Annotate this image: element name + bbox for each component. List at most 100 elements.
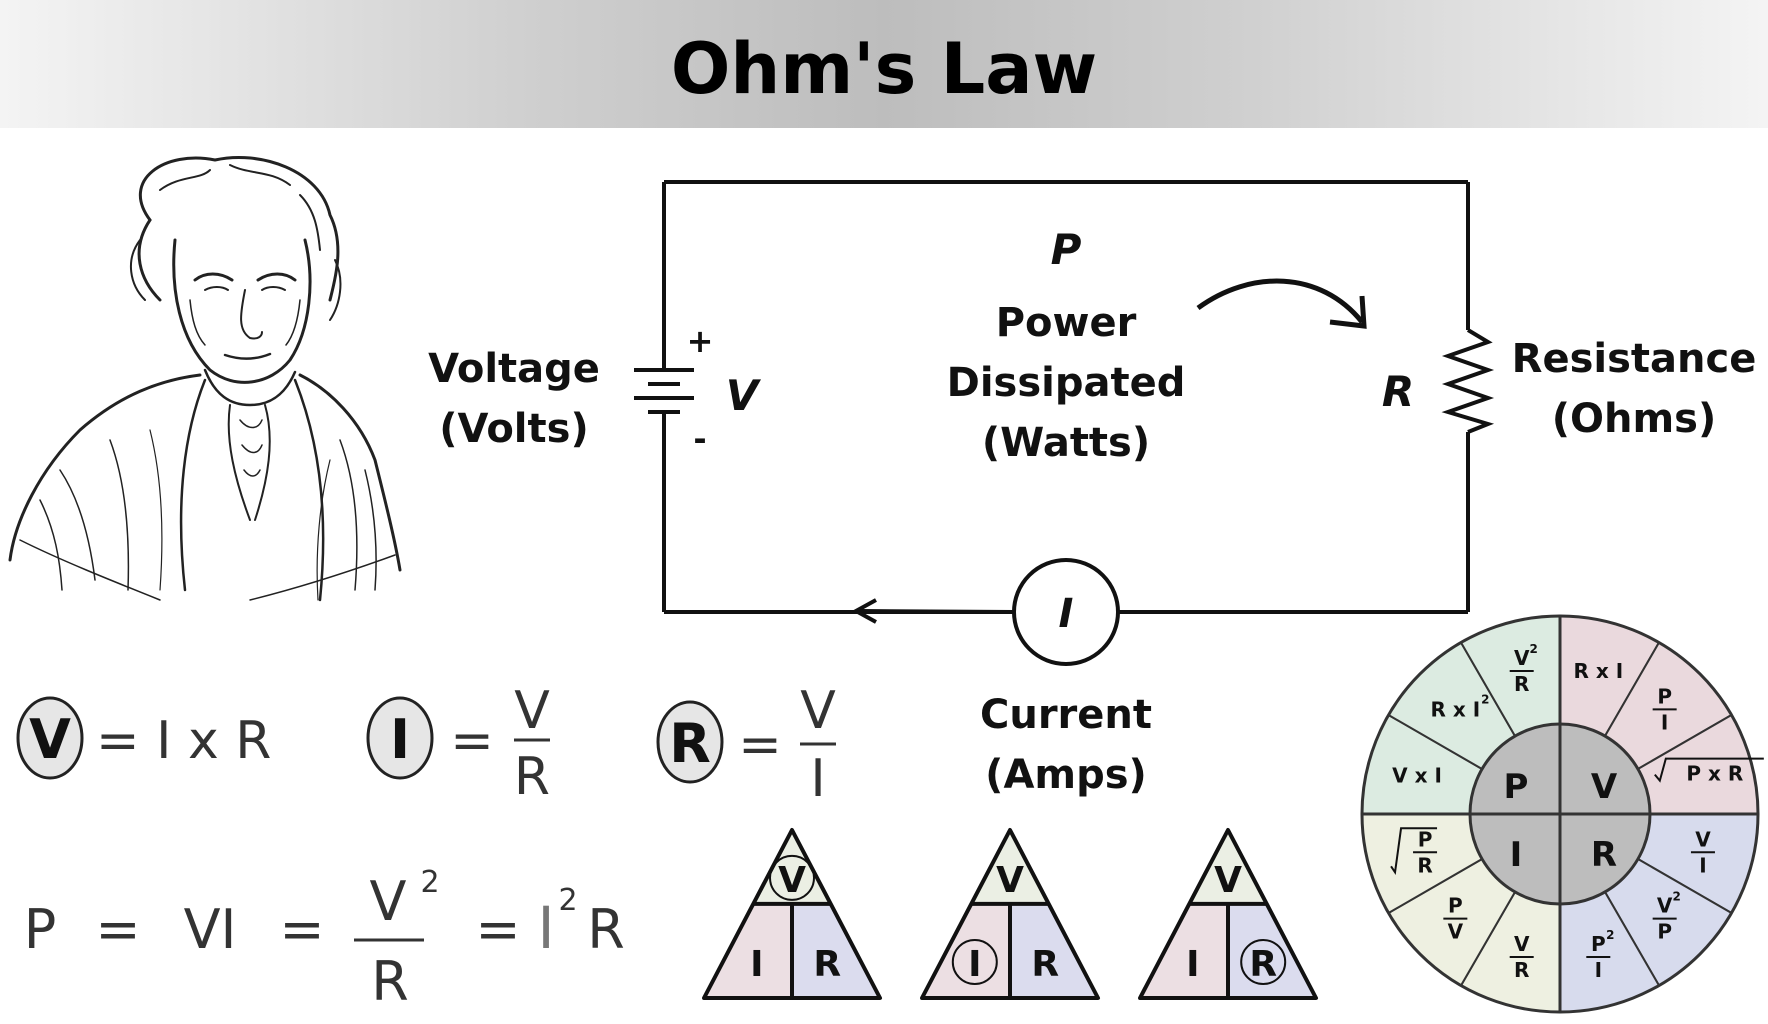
- frac-exponent: 2: [1672, 890, 1680, 904]
- current-label-line2: (Amps): [985, 752, 1147, 798]
- frac-exponent: 2: [1606, 928, 1614, 942]
- triangle-circle-highlight: [951, 939, 998, 985]
- resistance-label-line2: (Ohms): [1552, 396, 1717, 442]
- wheel-center-r: R: [1591, 835, 1617, 875]
- current-label-line1: Current: [980, 692, 1152, 738]
- triangle-top-label: V: [1214, 860, 1242, 901]
- current-direction-arrow: [851, 598, 1015, 624]
- eq-p-last-exponent: 2: [558, 883, 577, 918]
- triangle-left-label: I: [1186, 944, 1199, 985]
- triangle-top-region: [753, 830, 831, 904]
- wheel-p-over-i: PI: [1652, 684, 1677, 734]
- eq-i-equals: =: [450, 711, 494, 771]
- eq-i-numerator: V: [514, 681, 550, 741]
- wheel-center-p: P: [1504, 767, 1529, 807]
- voltage-symbol: V: [726, 371, 762, 420]
- frac-numerator: P: [1657, 684, 1672, 708]
- frac-numerator: P: [1591, 932, 1606, 956]
- frac-denominator: R: [1417, 853, 1432, 877]
- voltage-label-line1: Voltage: [428, 346, 600, 392]
- plus-sign: +: [687, 322, 714, 360]
- triangle-left-region: [922, 903, 1010, 998]
- sqrt-sign: [1390, 827, 1438, 876]
- ohm-triangle-1: V I R: [702, 828, 882, 1000]
- triangle-left-region: [1140, 903, 1228, 998]
- equation-power: P = VI = V 2 R = I 2 R: [24, 865, 625, 1013]
- power-flow-arrow: [1196, 278, 1367, 329]
- resistor-symbol: [1441, 328, 1495, 434]
- eq-p-last-i: I: [537, 894, 554, 962]
- eq-p-frac-denominator: R: [371, 950, 409, 1013]
- wheel-center-i: I: [1510, 835, 1523, 875]
- eq-v-lhs: V: [29, 708, 71, 771]
- wheel-v-times-i: V x I: [1392, 764, 1442, 788]
- wheel-v-over-r: VR: [1509, 932, 1534, 982]
- triangle-top-label: V: [778, 860, 806, 901]
- power-symbol: P: [1051, 225, 1082, 274]
- frac-numerator: V: [1657, 894, 1673, 918]
- eq-p-equals-1: =: [95, 898, 140, 961]
- battery-symbol: [634, 368, 694, 426]
- wheel-v-over-i: VI: [1690, 827, 1715, 877]
- wheel-center-v: V: [1591, 767, 1618, 807]
- frac-numerator: V: [1514, 646, 1530, 670]
- eq-p-vi: VI: [184, 898, 237, 961]
- triangle-right-label: R: [1249, 944, 1277, 985]
- triangle-right-label: R: [1031, 944, 1059, 985]
- frac-numerator: P: [1418, 827, 1433, 851]
- wheel-label-text: R x I: [1431, 697, 1481, 721]
- wheel-p-over-i2: PI 2: [1586, 928, 1614, 982]
- sqrt-sign: [1654, 757, 1764, 783]
- georg-ohm-portrait: [8, 155, 402, 602]
- ohm-triangles: V I R V I R V I R: [702, 828, 1318, 1000]
- triangle-circle-highlight: [1240, 939, 1287, 985]
- triangle-top-label: V: [996, 860, 1024, 901]
- wheel-label-text: R x I: [1573, 659, 1623, 683]
- frac-denominator: V: [1448, 920, 1464, 944]
- wheel-v2-over-p: VP 2: [1652, 890, 1681, 944]
- power-label-line3: (Watts): [982, 420, 1150, 466]
- eq-r-equals: =: [738, 715, 782, 775]
- wheel-p-over-v: PV: [1443, 894, 1468, 944]
- triangle-right-region: [1228, 903, 1316, 998]
- eq-p-equals-2: =: [279, 898, 324, 961]
- triangle-right-label: R: [813, 944, 841, 985]
- equation-voltage: V = I x R: [16, 696, 271, 780]
- triangle-left-label: I: [968, 944, 981, 985]
- eq-r-lhs: R: [669, 712, 711, 775]
- eq-p-frac-exponent: 2: [420, 865, 439, 900]
- eq-r-denominator: I: [810, 749, 825, 809]
- eq-i-denominator: R: [514, 747, 550, 807]
- eq-r-numerator: V: [800, 681, 836, 741]
- eq-p-lhs: P: [24, 898, 57, 961]
- frac-denominator: R: [1514, 672, 1529, 696]
- frac-numerator: V: [1695, 827, 1711, 851]
- wheel-label-text: V x I: [1392, 764, 1442, 788]
- wheel-label-exponent: 2: [1481, 692, 1489, 706]
- triangle-right-region: [1010, 903, 1098, 998]
- eq-i-lhs: I: [390, 708, 410, 771]
- sqrt-content: P x R: [1686, 762, 1743, 786]
- triangle-top-region: [971, 830, 1049, 904]
- triangle-circle-highlight: [769, 854, 815, 901]
- frac-denominator: I: [1661, 710, 1668, 734]
- frac-numerator: P: [1448, 894, 1463, 918]
- minus-sign: -: [693, 420, 706, 458]
- ohm-triangle-2: V I R: [920, 828, 1100, 1000]
- page-title: Ohm's Law: [670, 28, 1098, 110]
- frac-numerator: V: [1514, 932, 1530, 956]
- triangle-left-label: I: [750, 944, 763, 985]
- frac-denominator: P: [1657, 920, 1672, 944]
- wheel-sqrt-p-times-r: P x R: [1654, 757, 1764, 786]
- frac-denominator: I: [1699, 853, 1706, 877]
- equation-current: I = V R: [366, 681, 550, 807]
- voltage-label-line2: (Volts): [439, 406, 588, 452]
- triangle-right-region: [792, 903, 880, 998]
- wheel-r-times-i: R x I: [1573, 659, 1623, 683]
- resistance-label-line1: Resistance: [1512, 336, 1757, 382]
- eq-p-equals-3: =: [475, 898, 520, 961]
- frac-denominator: I: [1595, 958, 1602, 982]
